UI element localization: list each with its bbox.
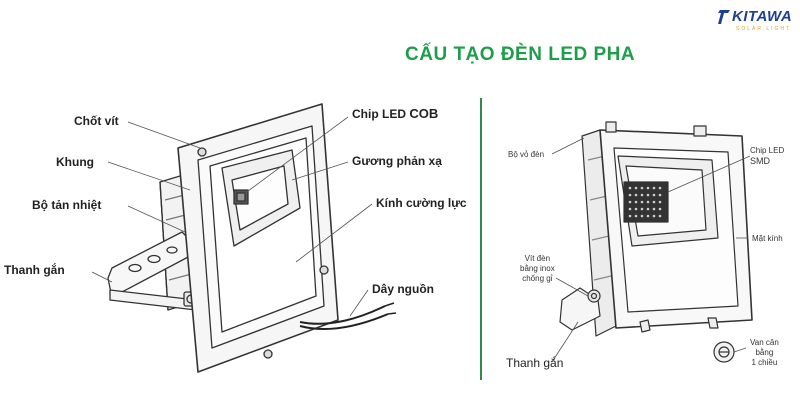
brand-subtitle: SOLAR LIGHT (736, 26, 792, 32)
kitawa-logo-icon (718, 10, 730, 24)
label-mat-kinh: Mặt kính (752, 234, 783, 243)
label-thanh-gan-left: Thanh gắn (4, 263, 65, 277)
label-kinh-cuong-luc: Kính cường lực (376, 196, 467, 210)
label-vit-den-line1: Vít đèn (524, 254, 551, 263)
label-van-line1: Van cân (750, 338, 779, 347)
label-chip-led: Chip LED (352, 107, 406, 121)
label-day-nguon: Dây nguồn (372, 282, 434, 296)
label-vit-den: Vít đèn bằng inox chống gỉ (520, 254, 555, 284)
label-chip-led-cob: Chip LED COB (352, 106, 438, 121)
label-van-line3: 1 chiều (751, 358, 778, 367)
label-chip-cob: COB (409, 106, 439, 121)
label-khung: Khung (56, 155, 94, 169)
label-thanh-gan-right: Thanh gắn (506, 356, 564, 370)
label-van-line2: bằng (755, 348, 774, 357)
label-vit-den-line3: chống gỉ (522, 274, 553, 283)
label-chip-smd: SMD (750, 156, 770, 166)
label-guong-phan-xa: Gương phản xạ (352, 154, 442, 168)
label-chot-vit: Chốt vít (74, 114, 119, 128)
label-chip-led-smd: Chip LED SMD (750, 146, 784, 166)
brand-logo: KITAWA SOLAR LIGHT (718, 8, 796, 36)
page-title: CẤU TẠO ĐÈN LED PHA (405, 44, 636, 65)
brand-name: KITAWA (732, 8, 793, 25)
smd-chip-array (628, 186, 662, 218)
label-van-can-bang: Van cân bằng 1 chiều (750, 338, 779, 368)
section-divider (480, 98, 482, 380)
label-vit-den-line2: bằng inox (520, 264, 555, 273)
label-bo-vo-den: Bộ vỏ đèn (508, 150, 545, 159)
label-bo-tan-nhiet: Bộ tản nhiệt (32, 198, 102, 212)
label-chip-led-right: Chip LED (750, 146, 785, 155)
